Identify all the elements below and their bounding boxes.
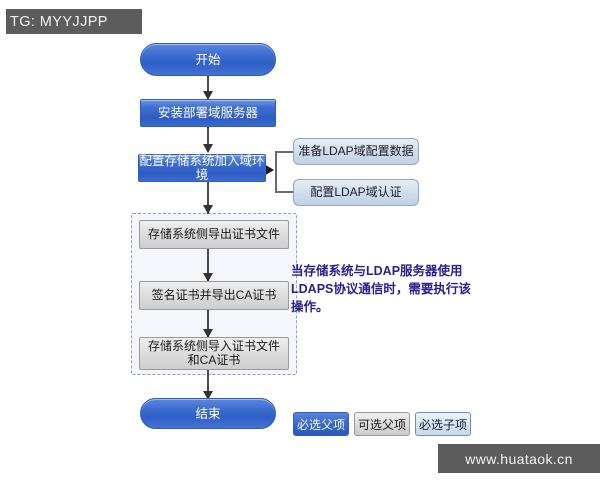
legend-required-parent[interactable]: 必选父项 — [293, 412, 349, 436]
node-prepare-ldap-data[interactable]: 准备LDAP域配置数据 — [293, 138, 419, 165]
connector-install-to-configure — [207, 127, 209, 152]
connector-sign-to-import — [207, 310, 209, 337]
arrowhead-import-to-end — [203, 391, 213, 400]
node-export-certificate[interactable]: 存储系统侧导出证书文件 — [139, 220, 289, 249]
connector-export-to-sign — [207, 249, 209, 281]
watermark-top-left: TG: MYYJJPP — [6, 9, 142, 34]
arrowhead-configure-branch — [264, 164, 274, 176]
legend-required-child[interactable]: 必选子项 — [415, 412, 471, 436]
legend-optional-parent[interactable]: 可选父项 — [354, 412, 410, 436]
connector-import-to-end — [207, 370, 209, 398]
watermark-bottom-right: www.huataok.cn — [438, 444, 600, 473]
node-install-domain-server[interactable]: 安装部署域服务器 — [140, 99, 276, 127]
connector-branch-spine — [275, 152, 277, 192]
connector-start-to-install — [207, 76, 209, 98]
node-end[interactable]: 结束 — [140, 398, 276, 429]
arrowhead-sign-to-import — [203, 329, 213, 338]
note-ldaps-requirement: 当存储系统与LDAP服务器使用 LDAPS协议通信时，需要执行该 操作。 — [291, 264, 471, 315]
arrowhead-start-to-install — [203, 91, 213, 100]
arrowhead-install-to-configure — [203, 144, 213, 153]
node-configure-ldap-auth[interactable]: 配置LDAP域认证 — [293, 179, 419, 206]
node-start[interactable]: 开始 — [140, 43, 276, 76]
arrowhead-export-to-sign — [203, 273, 213, 282]
arrowhead-configure-to-export — [203, 205, 213, 214]
node-import-certificate[interactable]: 存储系统侧导入证书文件 和CA证书 — [139, 337, 289, 370]
connector-branch-to-prepare — [275, 151, 293, 153]
connector-configure-to-export — [207, 182, 209, 214]
node-sign-and-export-ca[interactable]: 签名证书并导出CA证书 — [139, 281, 289, 310]
node-configure-join-domain[interactable]: 配置存储系统加入域环境 — [138, 154, 266, 182]
connector-branch-to-auth — [275, 191, 293, 193]
